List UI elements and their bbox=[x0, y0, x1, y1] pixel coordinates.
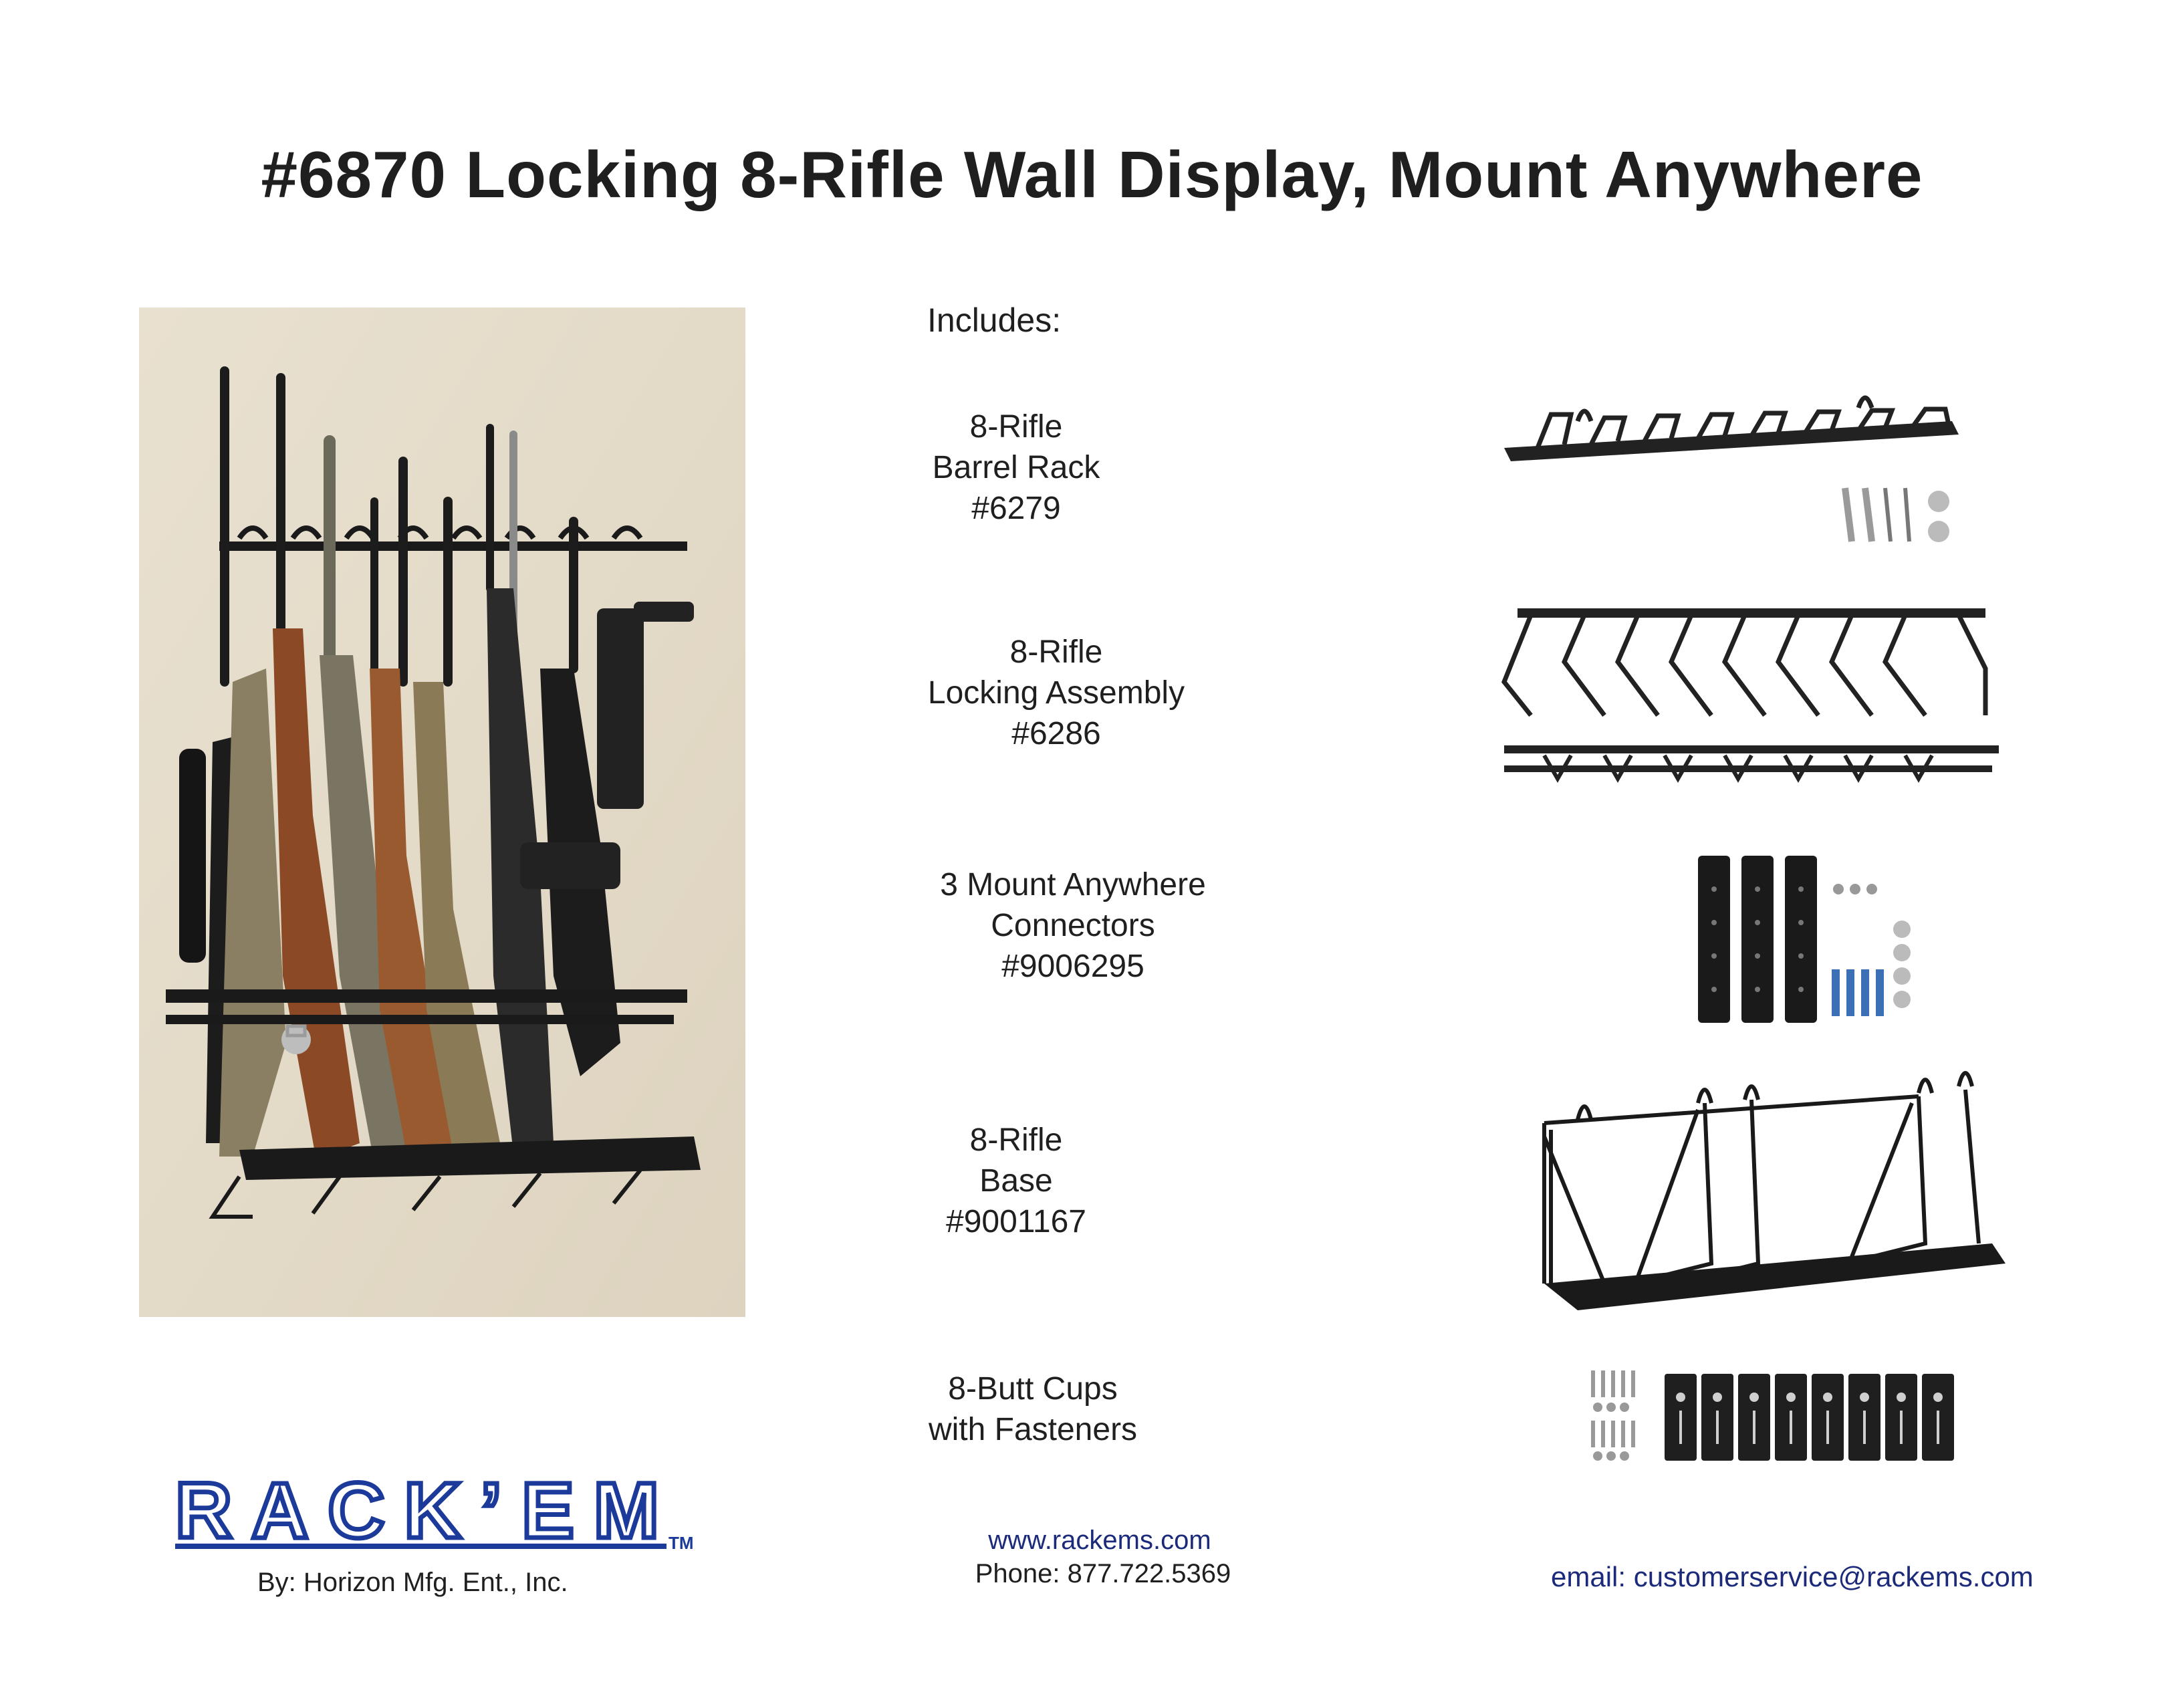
item-line: Locking Assembly bbox=[927, 675, 1185, 711]
item-line: with Fasteners bbox=[928, 1412, 1138, 1447]
item-line: Base bbox=[979, 1163, 1053, 1199]
item-line: #9006295 bbox=[1001, 949, 1144, 984]
hardware-anchors-icon bbox=[1832, 884, 1911, 1016]
item-line: #6279 bbox=[971, 491, 1061, 526]
item-line: 8-Rifle bbox=[1009, 634, 1103, 670]
item-line: 8-Butt Cups bbox=[948, 1371, 1118, 1407]
connectors-image bbox=[1691, 849, 1919, 1030]
item-line: Connectors bbox=[991, 908, 1155, 943]
website-link[interactable]: www.rackems.com bbox=[988, 1526, 1211, 1555]
butt-cups-image bbox=[1584, 1364, 1972, 1464]
product-photo bbox=[139, 308, 745, 1317]
item-line: #9001167 bbox=[946, 1204, 1086, 1239]
item-locking-assembly: 8-Rifle Locking Assembly #6286 bbox=[916, 632, 1197, 754]
trademark: TM bbox=[669, 1533, 694, 1553]
locking-assembly-image bbox=[1491, 595, 2006, 802]
byline: By: Horizon Mfg. Ent., Inc. bbox=[257, 1568, 568, 1597]
phone-number: Phone: 877.722.5369 bbox=[975, 1559, 1231, 1588]
hardware-screws-icon bbox=[1842, 487, 1949, 542]
rackem-logo: RACK’EM TM bbox=[175, 1474, 697, 1554]
item-line: Barrel Rack bbox=[932, 450, 1100, 485]
item-line: 3 Mount Anywhere bbox=[940, 867, 1206, 902]
item-base: 8-Rifle Base #9001167 bbox=[916, 1120, 1116, 1242]
item-connectors: 3 Mount Anywhere Connectors #9006295 bbox=[933, 864, 1213, 987]
item-line: #6286 bbox=[1011, 716, 1101, 751]
item-line: 8-Rifle bbox=[969, 1122, 1063, 1158]
item-butt-cups: 8-Butt Cups with Fasteners bbox=[906, 1368, 1160, 1450]
fasteners-icon bbox=[1591, 1370, 1635, 1461]
page-title: #6870 Locking 8-Rifle Wall Display, Moun… bbox=[261, 138, 1923, 211]
includes-label: Includes: bbox=[927, 302, 1062, 339]
logo-wordmark: RACK’EM bbox=[175, 1474, 663, 1554]
item-line: 8-Rifle bbox=[969, 409, 1063, 445]
base-image bbox=[1524, 1063, 2006, 1330]
email-link[interactable]: email: customerservice@rackems.com bbox=[1551, 1561, 2034, 1592]
barrel-rack-image bbox=[1497, 388, 1979, 555]
item-barrel-rack: 8-Rifle Barrel Rack #6279 bbox=[916, 406, 1116, 529]
